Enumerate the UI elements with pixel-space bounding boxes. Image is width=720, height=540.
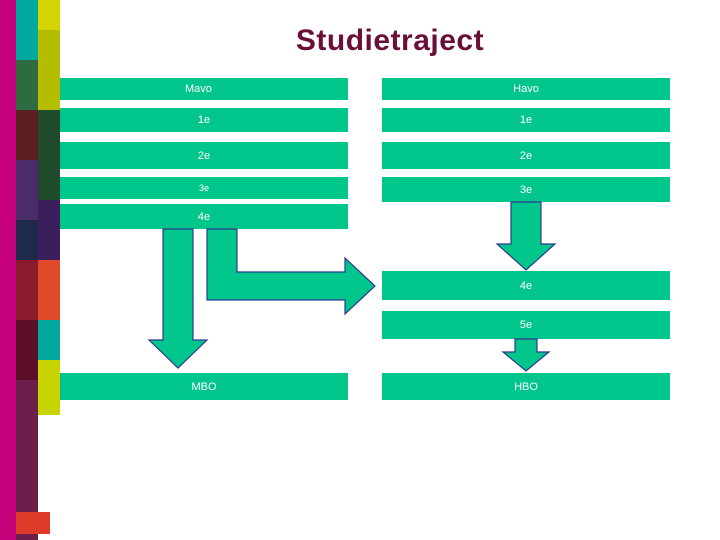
node-havo-3e[interactable]: 3e [382, 177, 670, 202]
decorative-color-strips [0, 0, 60, 540]
strip-orange-1 [38, 260, 60, 320]
arrow-havo-5e-to-hbo [501, 338, 551, 372]
strip-magenta-left [0, 0, 16, 540]
strip-green-1 [16, 60, 38, 110]
node-mavo-4e[interactable]: 4e [60, 204, 348, 229]
strip-red-small [16, 512, 50, 534]
strip-navy-1 [16, 220, 38, 260]
strip-darkred-1 [16, 110, 38, 160]
node-mavo-2e[interactable]: 2e [60, 142, 348, 169]
strip-purple-1 [16, 160, 38, 220]
node-mavo-3e[interactable]: 3e [60, 177, 348, 199]
arrow-mavo-4e-to-havo-4e [206, 228, 376, 316]
arrow-havo-3e-to-havo-4e [495, 201, 557, 271]
node-havo-1e[interactable]: 1e [382, 108, 670, 132]
strip-olive-1 [38, 30, 60, 110]
column-header-havo: Havo [382, 78, 670, 100]
strip-darkgreen-2 [38, 110, 60, 200]
column-header-mavo: Mavo [60, 78, 348, 100]
node-havo-4e[interactable]: 4e [382, 271, 670, 300]
strip-yellow-2 [38, 360, 60, 415]
strip-crimson-1 [16, 260, 38, 320]
strip-yellow-1 [38, 0, 60, 30]
strip-teal-2 [38, 320, 60, 360]
node-havo-exit-hbo[interactable]: HBO [382, 373, 670, 400]
node-havo-2e[interactable]: 2e [382, 142, 670, 169]
arrow-mavo-to-mbo [147, 228, 209, 369]
strip-plum-1 [16, 380, 38, 540]
strip-maroon-1 [16, 320, 38, 380]
node-havo-5e[interactable]: 5e [382, 311, 670, 339]
node-mavo-1e[interactable]: 1e [60, 108, 348, 132]
strip-purple-2 [38, 200, 60, 260]
strip-white-1 [38, 415, 60, 510]
strip-teal-top [16, 0, 38, 60]
page-title: Studietraject [295, 24, 485, 57]
node-mavo-exit-mbo[interactable]: MBO [60, 373, 348, 400]
